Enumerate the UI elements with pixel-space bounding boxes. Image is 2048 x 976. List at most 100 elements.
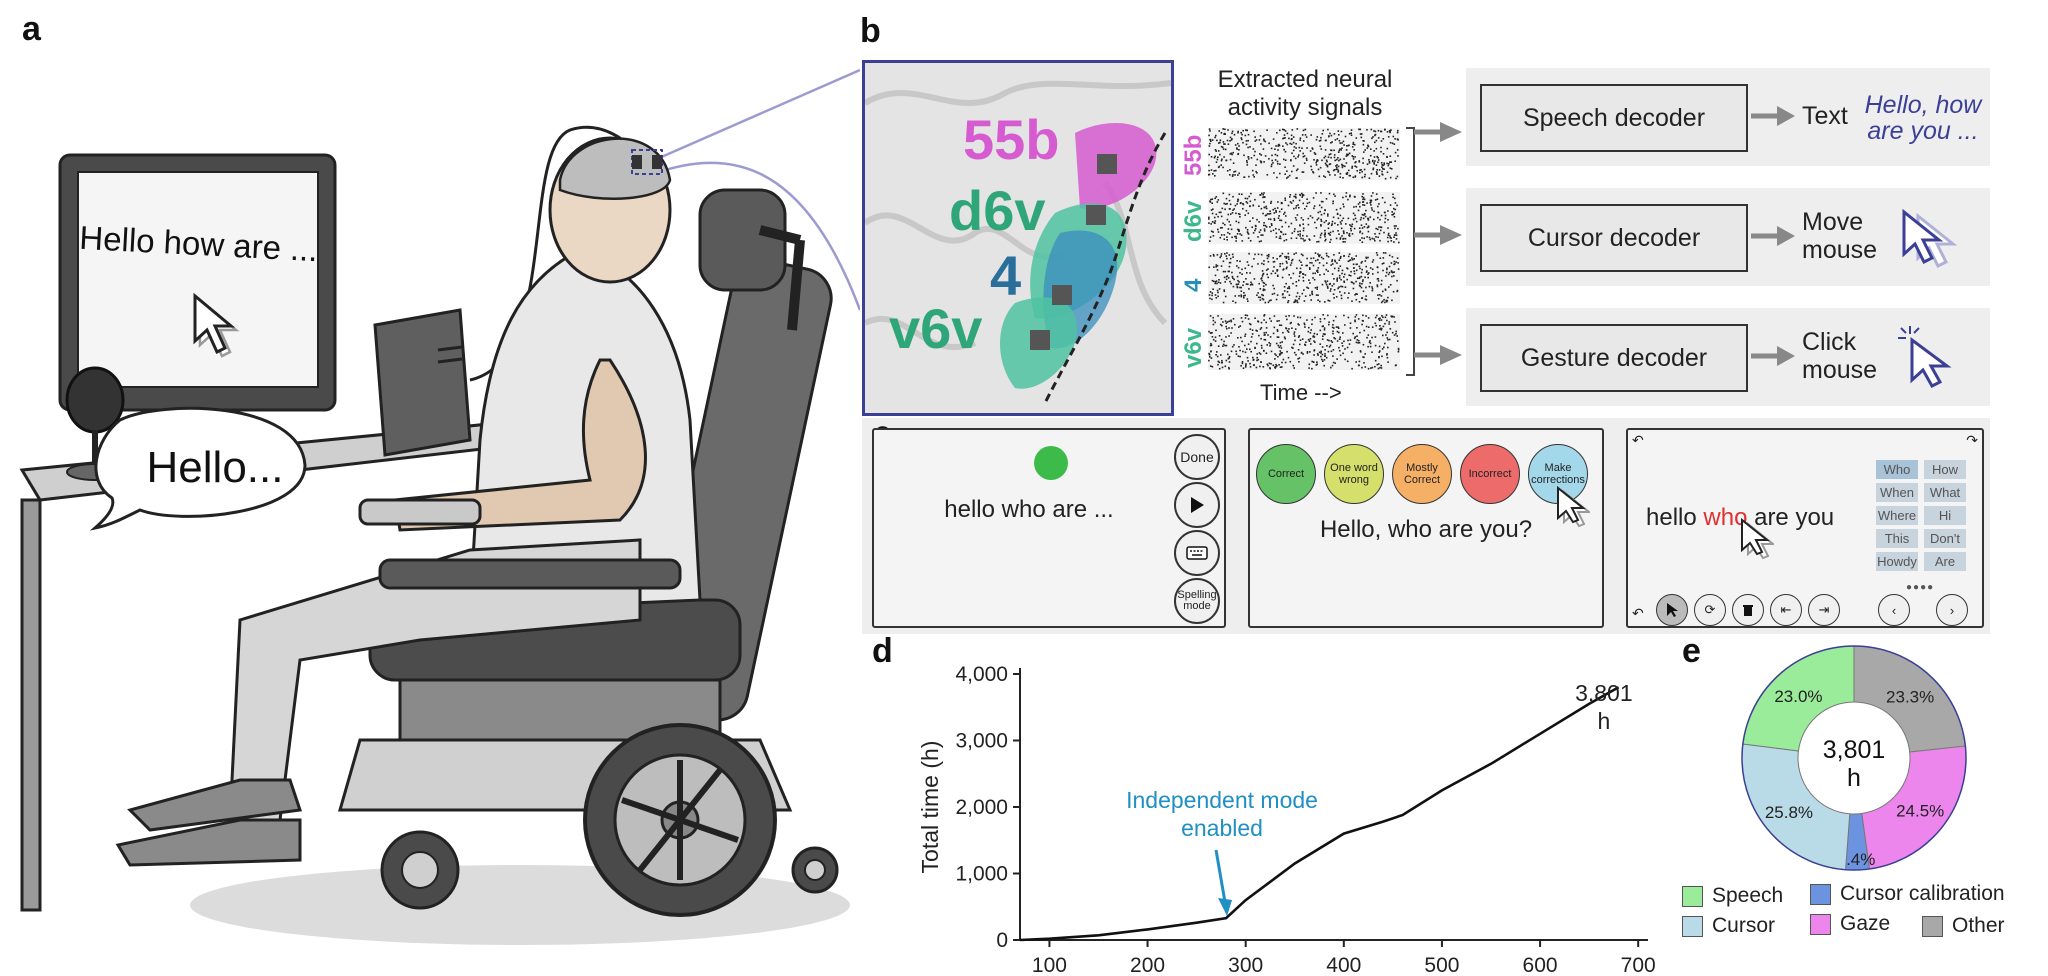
raster-spike [1371, 366, 1374, 369]
raster-spike [1300, 271, 1302, 273]
raster-spike [1269, 226, 1271, 228]
select-tool-button[interactable] [1656, 594, 1688, 626]
raster-spike [1261, 192, 1263, 195]
word-suggestion[interactable]: This [1876, 529, 1918, 548]
raster-spike [1343, 276, 1345, 278]
raster-spike [1222, 166, 1224, 169]
highlighted-word[interactable]: who [1703, 504, 1748, 531]
choice-correct[interactable]: Correct [1256, 444, 1316, 504]
raster-spike [1346, 278, 1348, 281]
raster-spike [1299, 339, 1302, 341]
move-right-button[interactable]: ⇥ [1808, 594, 1840, 626]
raster-spike [1348, 144, 1350, 147]
raster-spike [1255, 329, 1257, 332]
raster-spike [1348, 292, 1350, 294]
raster-spike [1367, 230, 1370, 233]
raster-spike [1331, 285, 1334, 287]
raster-spike [1228, 335, 1230, 337]
raster-spike [1241, 268, 1243, 271]
raster-spike [1249, 272, 1251, 274]
raster-spike [1290, 134, 1293, 137]
raster-spike [1317, 211, 1320, 214]
done-button[interactable]: Done [1174, 434, 1220, 480]
word-suggestion[interactable]: How [1924, 460, 1966, 479]
microphone-icon [65, 366, 125, 434]
raster-spike [1345, 149, 1348, 151]
raster-spike [1293, 146, 1296, 148]
word-suggestion[interactable]: Are [1924, 552, 1966, 571]
raster-spike [1253, 278, 1256, 280]
raster-spike [1299, 137, 1302, 139]
keyboard-button[interactable] [1174, 530, 1220, 576]
raster-spike [1277, 163, 1279, 165]
raster-spike [1316, 288, 1318, 290]
brain-surface-view: 55b d6v 4 v6v [862, 60, 1174, 416]
word-suggestion[interactable]: Hi [1924, 506, 1966, 525]
raster-spike [1275, 145, 1277, 147]
raster-spike [1224, 143, 1226, 145]
word-suggestion[interactable]: What [1924, 483, 1966, 502]
raster-spike [1287, 204, 1290, 207]
raster-spike [1211, 365, 1214, 368]
cursor-icon [1557, 485, 1590, 528]
raster-spike [1228, 367, 1230, 370]
editable-text: hello who are you [1646, 504, 1835, 531]
redo-icon[interactable]: ↷ [1966, 432, 1978, 448]
undo-icon[interactable]: ↶ [1632, 432, 1644, 448]
raster-label-55b: 55b [1180, 134, 1207, 176]
raster-spike [1311, 216, 1314, 219]
raster-spike [1264, 289, 1266, 291]
word-suggestion[interactable]: Don't [1924, 529, 1966, 548]
raster-spike [1305, 136, 1308, 138]
raster-spike [1274, 272, 1277, 274]
raster-spike [1378, 356, 1380, 358]
raster-spike [1296, 301, 1299, 304]
raster-spike [1226, 321, 1229, 323]
raster-spike [1362, 140, 1364, 142]
raster-spike [1386, 354, 1388, 356]
refresh-button[interactable]: ⟳ [1694, 594, 1726, 626]
raster-spike [1208, 294, 1211, 296]
word-suggestion[interactable]: Who [1876, 460, 1918, 479]
raster-spike [1369, 345, 1372, 348]
raster-spike [1209, 365, 1212, 367]
raster-spike [1234, 301, 1237, 304]
raster-spike [1256, 294, 1258, 296]
raster-spike [1236, 147, 1238, 149]
choice-incorrect[interactable]: Incorrect [1460, 444, 1520, 504]
raster-spike [1230, 152, 1233, 155]
prev-page-button[interactable]: ‹ [1878, 594, 1910, 626]
word-suggestion[interactable]: Where [1876, 506, 1918, 525]
raster-spike [1283, 148, 1285, 151]
raster-spike [1345, 192, 1348, 194]
raster-spike [1315, 227, 1318, 229]
word-suggestion[interactable]: Howdy [1876, 552, 1918, 571]
raster-spike [1260, 361, 1262, 363]
raster-spike [1212, 288, 1214, 290]
raster-spike [1224, 148, 1227, 151]
raster-spike [1318, 262, 1321, 264]
raster-spike [1219, 282, 1222, 284]
back-icon[interactable]: ↶ [1632, 605, 1644, 621]
raster-spike [1303, 300, 1306, 302]
raster-spike [1397, 268, 1400, 270]
raster-spike [1309, 332, 1312, 334]
raster-spike [1397, 340, 1399, 342]
next-page-button[interactable]: › [1936, 594, 1968, 626]
word-suggestion[interactable]: When [1876, 483, 1918, 502]
raster-spike [1214, 175, 1216, 177]
raster-spike [1226, 236, 1228, 238]
raster-spike [1327, 350, 1330, 353]
raster-spike [1338, 338, 1341, 340]
raster-spike [1354, 176, 1356, 178]
play-button[interactable] [1174, 482, 1220, 528]
spelling-mode-button[interactable]: Spelling mode [1174, 578, 1220, 624]
raster-spike [1373, 161, 1375, 164]
delete-button[interactable] [1732, 594, 1764, 626]
raster-spike [1209, 201, 1212, 203]
raster-spike [1273, 172, 1275, 174]
move-left-button[interactable]: ⇤ [1770, 594, 1802, 626]
